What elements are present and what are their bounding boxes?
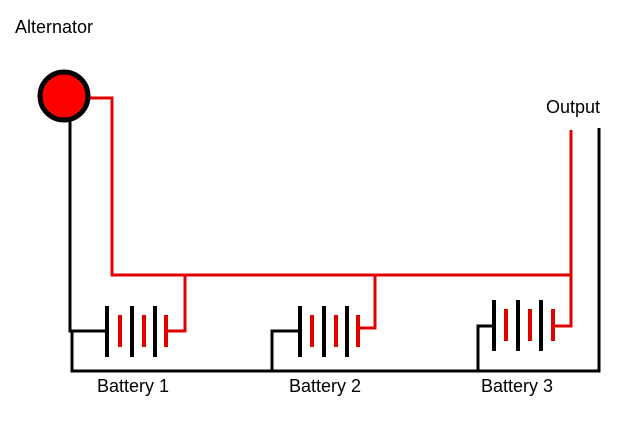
battery-2-positive-wire	[357, 275, 377, 330]
alternator-label: Alternator	[15, 17, 93, 37]
negative-bus-wire	[70, 128, 601, 373]
battery-1-icon	[105, 306, 168, 357]
battery-3-negative-wire	[476, 324, 492, 371]
output-label: Output	[546, 97, 600, 117]
battery-2-icon	[298, 306, 360, 357]
battery-1-positive-wire	[165, 275, 187, 333]
alternator-negative-wire	[68, 120, 105, 333]
battery-1-label: Battery 1	[97, 376, 169, 396]
battery-2-negative-wire	[270, 329, 298, 371]
positive-wiring	[90, 96, 573, 333]
battery-3-positive-wire	[552, 275, 573, 328]
positive-bus-wire	[90, 96, 573, 277]
battery-3-icon	[492, 300, 555, 351]
negative-wiring	[68, 120, 601, 373]
battery-2-label: Battery 2	[289, 376, 361, 396]
alternator-circle-icon	[37, 69, 91, 123]
battery-3-label: Battery 3	[481, 376, 553, 396]
